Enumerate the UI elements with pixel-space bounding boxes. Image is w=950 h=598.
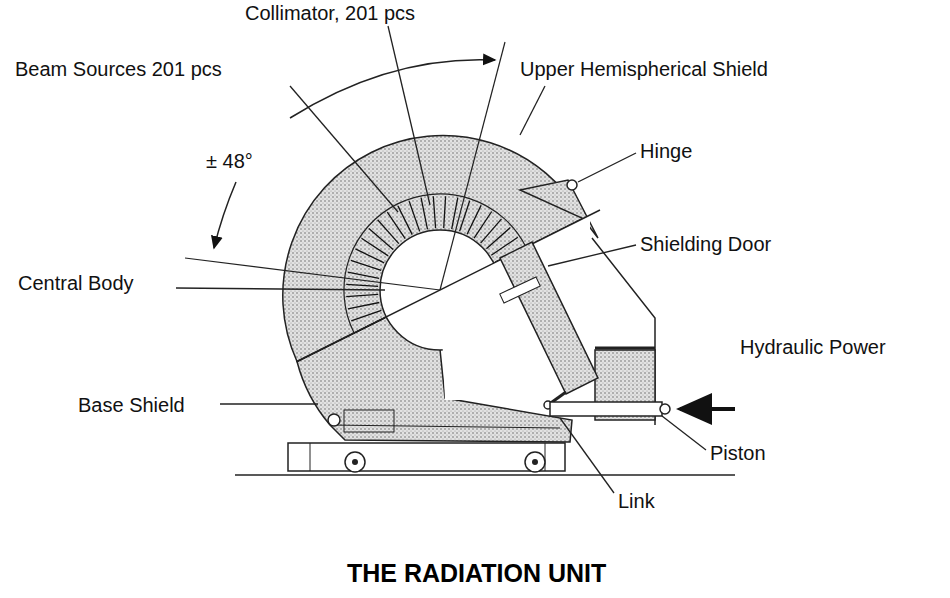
part-label: Piston (710, 442, 766, 464)
collimator-line (348, 272, 379, 278)
wheel (345, 452, 365, 472)
part-label: Hinge (640, 140, 692, 162)
housing (592, 238, 655, 425)
collimator-line (346, 284, 378, 286)
part-label: Beam Sources 201 pcs (15, 58, 222, 80)
hydraulic-arrow (680, 407, 735, 411)
angle-arc (214, 182, 236, 248)
piston (550, 402, 662, 416)
collimator-line (369, 229, 393, 250)
part-label: Shielding Door (640, 233, 771, 255)
collimator-line (486, 228, 510, 249)
part-label: Collimator, 201 pcs (245, 2, 415, 24)
hinge (567, 180, 577, 190)
collimator-line (351, 310, 381, 321)
leader-lines (176, 26, 706, 493)
collimator-line (421, 198, 427, 229)
angle-arc (290, 60, 495, 118)
collimator-line (444, 196, 446, 228)
collimator-line (398, 206, 412, 235)
part-label: Hydraulic Power (740, 336, 886, 358)
collimator-line (346, 294, 378, 296)
collimator-line (433, 196, 435, 228)
part-label: Central Body (18, 272, 134, 294)
ground-line (235, 474, 735, 476)
cart (288, 443, 565, 471)
angle-label: ± 48° (206, 150, 253, 172)
wheel (525, 452, 545, 472)
collimator-line (409, 201, 420, 231)
part-label: Link (618, 490, 655, 512)
part-label: Base Shield (78, 394, 185, 416)
shielding-door (500, 242, 598, 394)
collimator-line (378, 220, 399, 244)
part-label: Upper Hemispherical Shield (520, 58, 768, 80)
collimator-line (481, 219, 502, 243)
collimator-line (351, 260, 381, 270)
title: THE RADIATION UNIT (347, 560, 606, 588)
collimator-line (460, 201, 470, 231)
collimator-line (348, 303, 379, 309)
